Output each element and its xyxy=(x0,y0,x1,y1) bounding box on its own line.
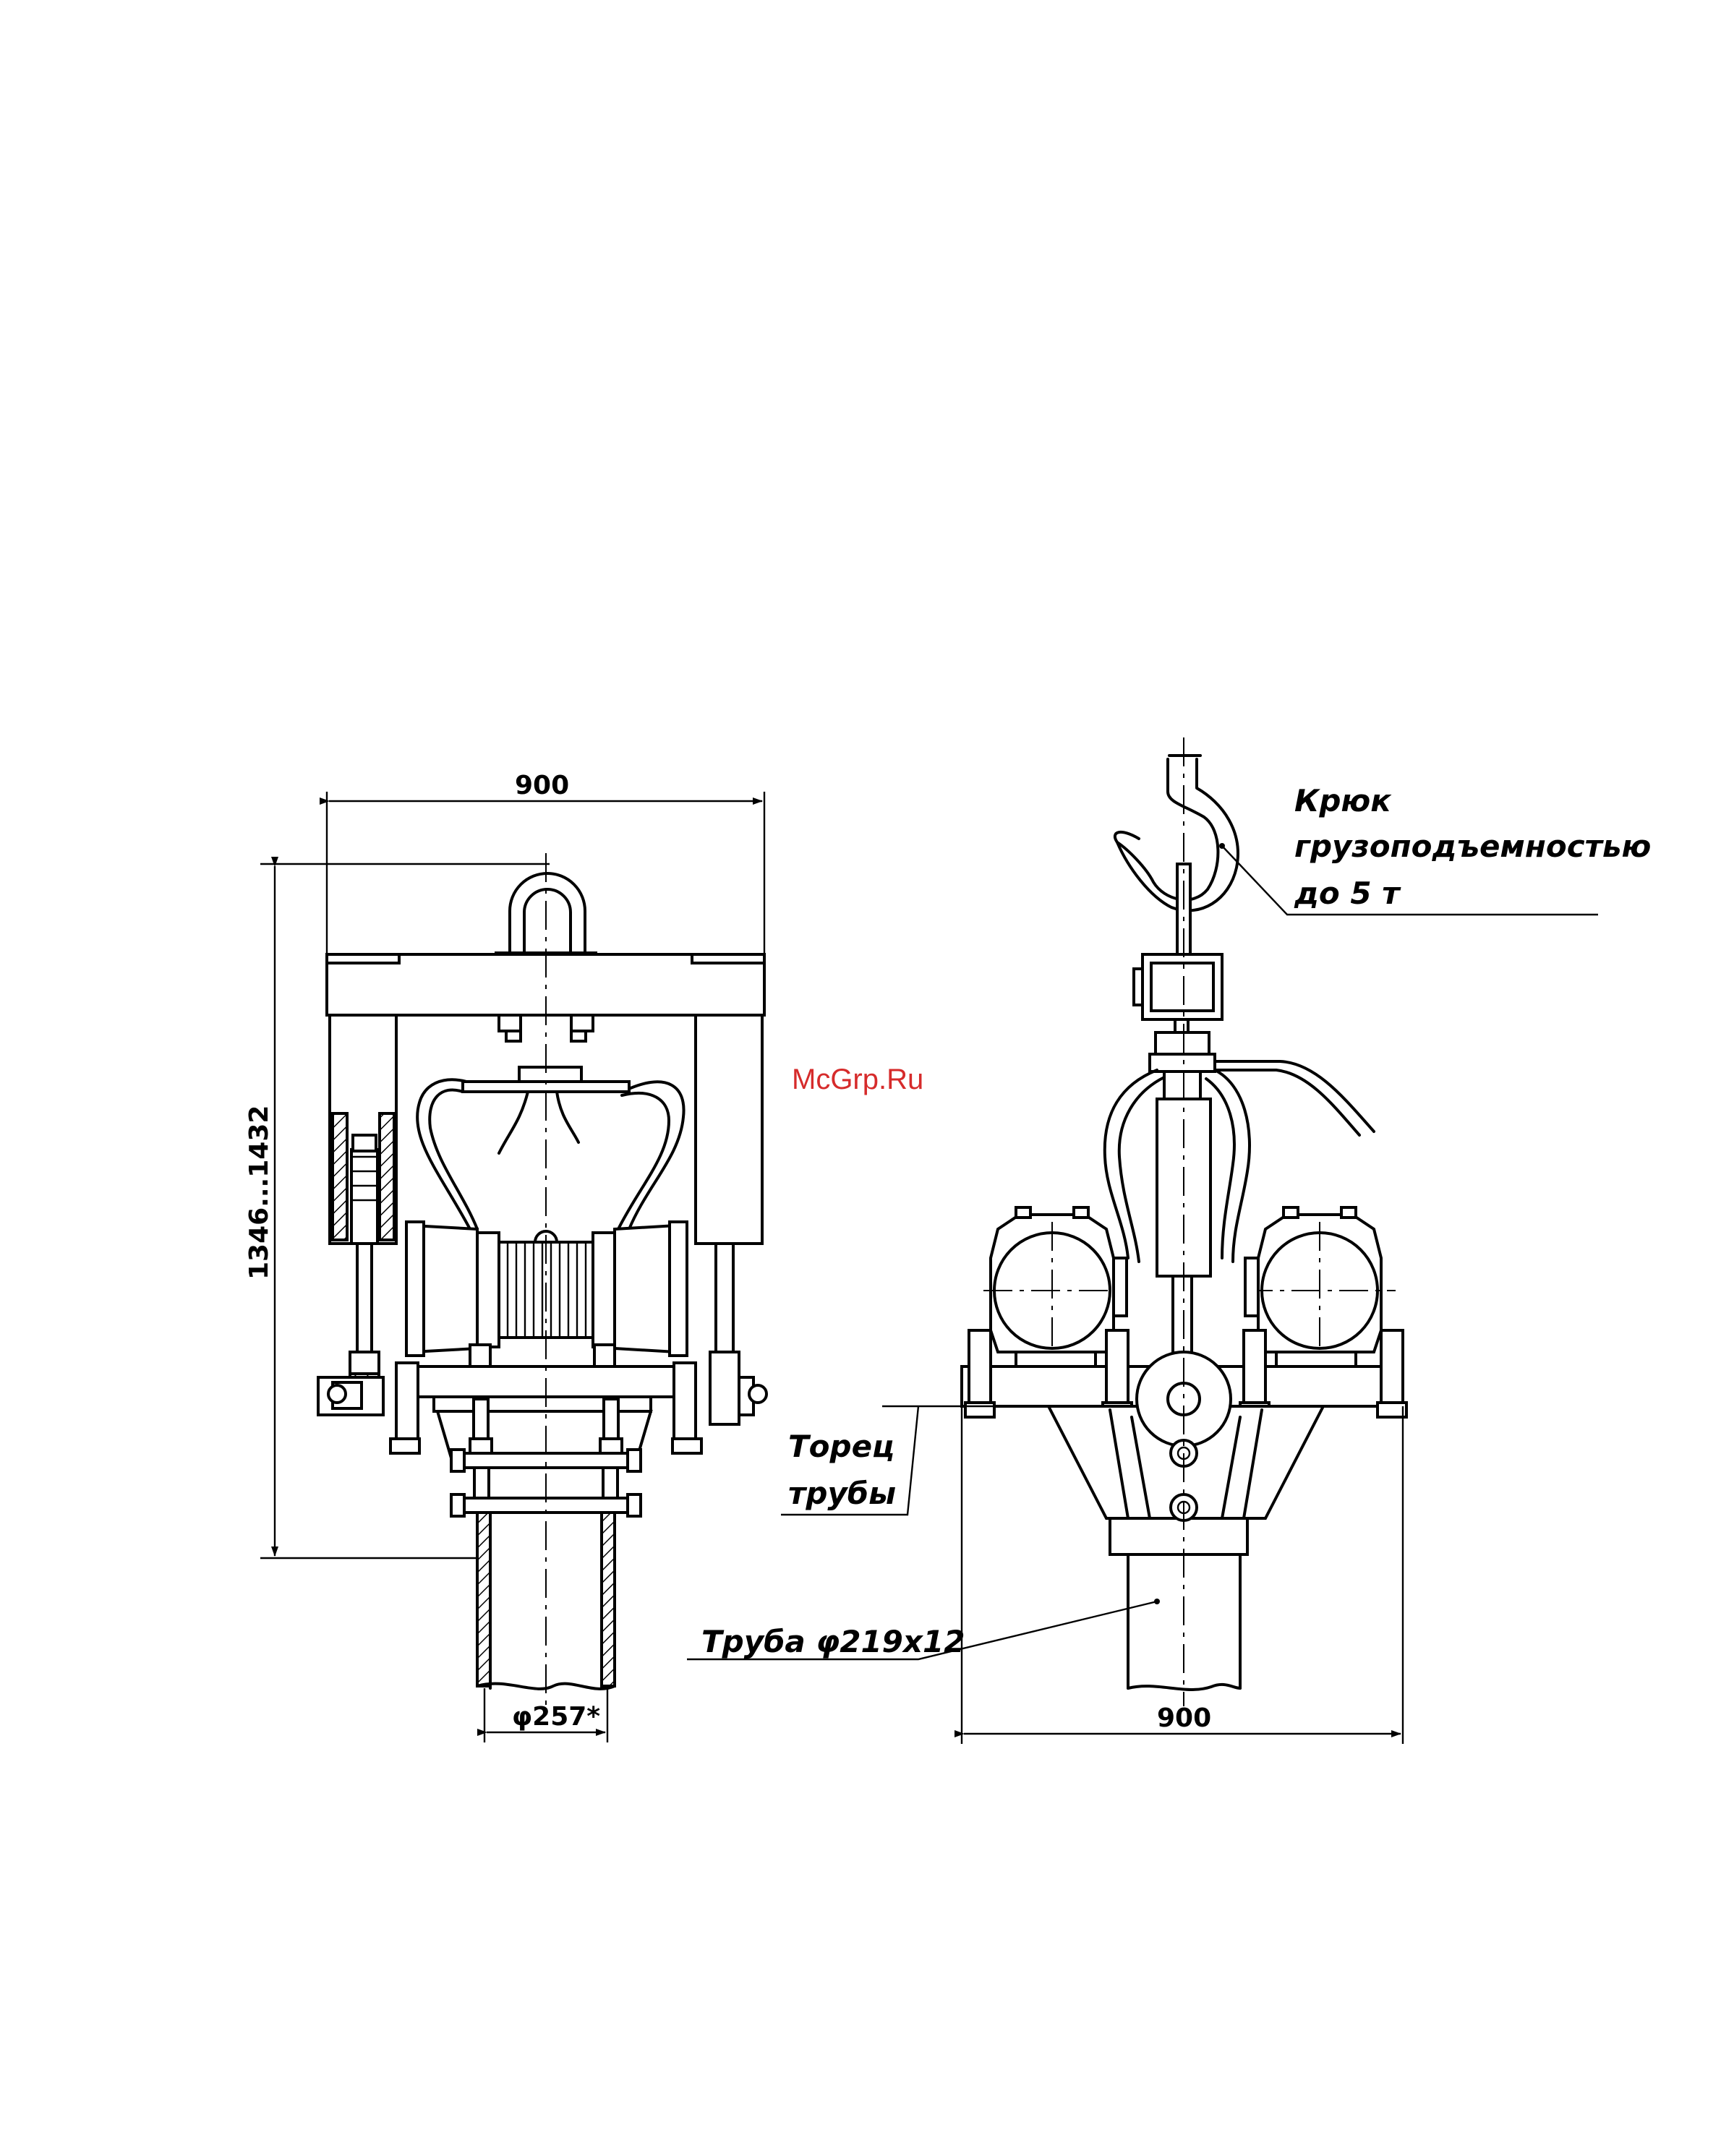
hook-label-line3: до 5 т xyxy=(1294,876,1401,911)
pipe-end-label-line1: Торец xyxy=(788,1429,894,1464)
hook-label-line2: грузоподъемностью xyxy=(1294,829,1651,864)
pipe-end-label-line2: трубы xyxy=(788,1476,896,1511)
watermark: McGrp.Ru xyxy=(792,1064,923,1095)
dimension-left-height: 1346...1432 xyxy=(244,1105,274,1280)
dimension-right-width: 900 xyxy=(1157,1703,1211,1733)
dimension-left-width: 900 xyxy=(515,771,569,800)
hook-label-line1: Крюк xyxy=(1294,783,1392,818)
dimension-left-diameter: φ257* xyxy=(512,1702,600,1732)
left-view xyxy=(318,853,766,1706)
pipe-label: Труба φ219х12 xyxy=(701,1624,965,1659)
